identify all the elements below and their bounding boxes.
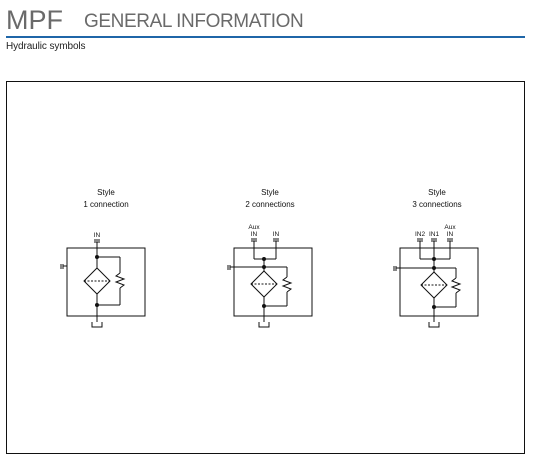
- diagram-2-caption-line2: 2 connections: [245, 200, 294, 209]
- diagram-style-1: Style 1 connection IN: [60, 188, 146, 328]
- diagram-frame: [6, 81, 525, 454]
- diagram-3-caption-line2: 3 connections: [412, 200, 461, 209]
- title-row: MPF GENERAL INFORMATION: [6, 6, 525, 34]
- diagram-style-3: Style 3 connections IN2 IN1 Aux IN: [393, 188, 479, 328]
- title-section: GENERAL INFORMATION: [84, 11, 304, 32]
- diagram-2-tank-symbol: [258, 322, 270, 328]
- diagram-3-port-in: IN: [447, 231, 454, 238]
- diagram-1-caption-line2: 1 connection: [83, 200, 128, 209]
- diagram-2-bypass-spring: [281, 276, 293, 293]
- diagram-3-housing: [399, 247, 479, 317]
- diagram-2-port-in-left: IN: [251, 231, 258, 238]
- diagram-1-bypass-spring: [114, 272, 126, 289]
- page-subtitle: Hydraulic symbols: [6, 41, 86, 52]
- diagram-1-caption-line1: Style: [97, 188, 115, 197]
- diagram-1-housing: [66, 247, 146, 317]
- diagram-3-port-in2: IN2: [415, 231, 426, 238]
- diagram-3-port-in1: IN1: [429, 231, 440, 238]
- header-rule: [6, 36, 525, 38]
- title-product-code: MPF: [6, 5, 63, 35]
- diagram-2-caption-line1: Style: [261, 188, 279, 197]
- diagram-style-2: Style 2 connections Aux IN IN: [227, 188, 313, 328]
- diagram-3-caption-line1: Style: [428, 188, 446, 197]
- diagram-2-housing: [233, 247, 313, 317]
- page-header: MPF GENERAL INFORMATION Hydraulic symbol…: [6, 6, 525, 52]
- diagram-3-port-aux: Aux: [444, 224, 456, 231]
- diagram-2-port-in-right: IN: [273, 231, 280, 238]
- diagram-1-port-in: IN: [94, 232, 101, 239]
- diagram-2-port-aux: Aux: [248, 224, 260, 231]
- diagram-3-tank-symbol: [428, 322, 440, 328]
- diagram-1-tank-symbol: [91, 322, 103, 328]
- diagram-3-bypass-spring: [450, 277, 462, 294]
